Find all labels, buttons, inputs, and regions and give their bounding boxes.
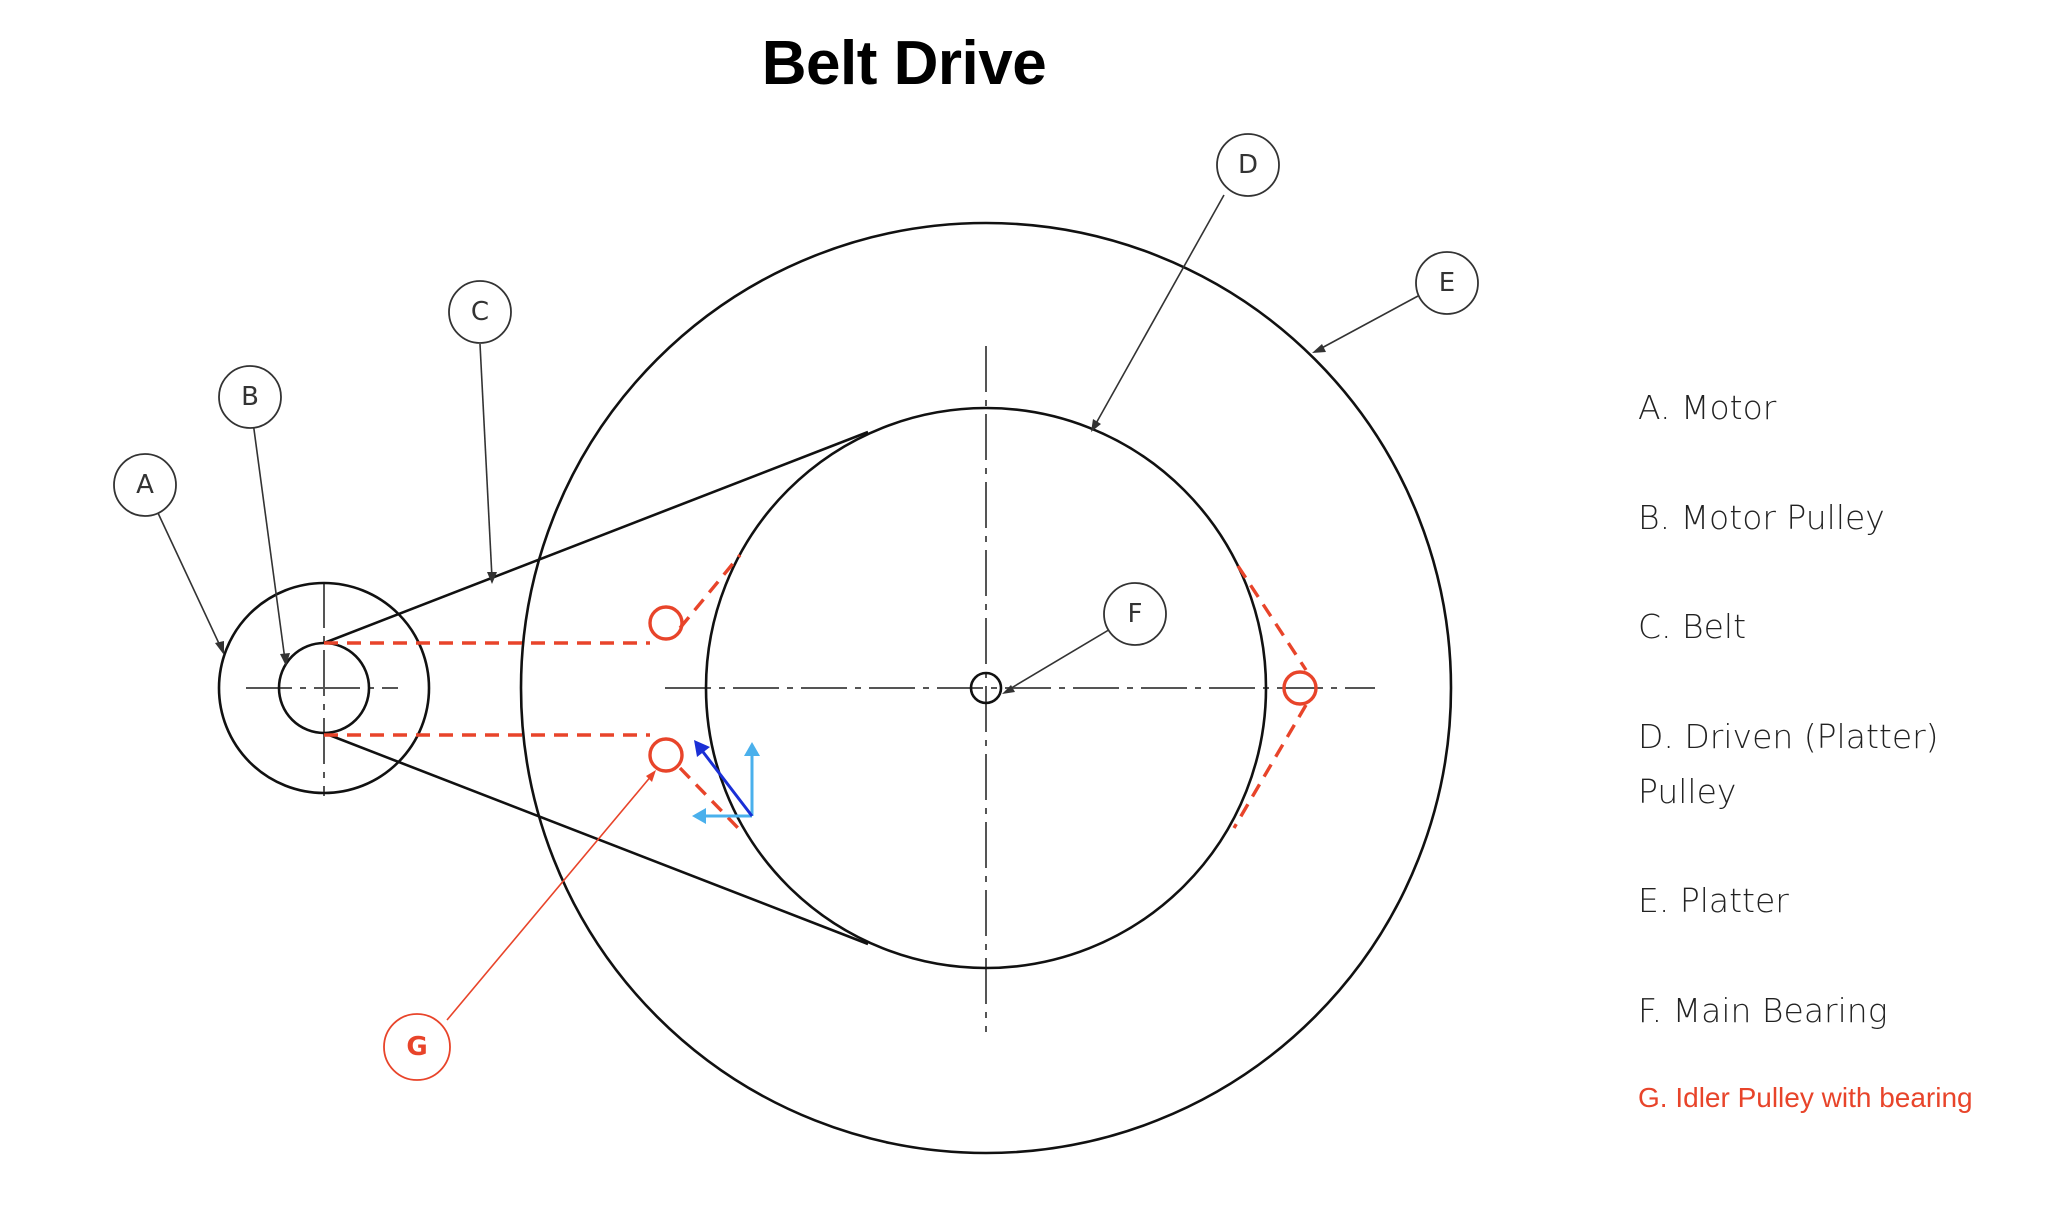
leader-arrowhead-g [646, 770, 656, 782]
platter-circle [519, 221, 1453, 1155]
force-vector-resultant [698, 747, 754, 817]
idler-belt-path [324, 553, 1318, 832]
force-vector-resultant-head [694, 740, 710, 757]
callout-g-label: G [406, 1032, 427, 1062]
legend-item-driven-pulley: D. Driven (Platter) [1638, 717, 1939, 756]
callout-f: F [1103, 582, 1167, 646]
driven-pulley-circle [704, 406, 1268, 970]
leader-lines [157, 194, 1419, 1021]
main-bearing-circle [969, 671, 1003, 705]
callout-bubbles: A B C D E F G [113, 133, 1479, 1081]
callout-c-label: C [471, 297, 489, 327]
belt-lower-segment [323, 731, 869, 946]
leader-line-e [1317, 295, 1419, 351]
idler-belt-right-upper [1236, 565, 1308, 671]
callout-f-label: F [1128, 599, 1143, 629]
force-vector-vertical-head [744, 742, 760, 756]
idler-belt-top-wrap [678, 553, 742, 630]
callout-d-circle [1216, 133, 1280, 197]
leader-line-a [157, 512, 223, 651]
callout-b: B [218, 365, 282, 429]
leader-arrowhead-e [1312, 344, 1326, 353]
force-vector-horizontal-head [692, 808, 706, 824]
legend-item-driven-pulley-line2: Pulley [1638, 772, 1737, 811]
leader-line-c [479, 343, 493, 579]
leader-line-b [252, 421, 286, 661]
legend-item-main-bearing: F. Main Bearing [1638, 991, 1888, 1030]
leader-line-f [1007, 627, 1113, 691]
motor-circle [217, 581, 431, 795]
force-vectors [692, 740, 760, 824]
callout-d-label: D [1238, 150, 1258, 180]
callout-b-circle [218, 365, 282, 429]
center-lines [246, 346, 1375, 1032]
callout-c-circle [448, 280, 512, 344]
idler-belt-bottom-wrap [678, 766, 742, 832]
idler-pulley-upper-left [648, 605, 684, 641]
idler-belt-right-lower [1232, 704, 1308, 829]
callout-e-circle [1415, 251, 1479, 315]
legend-item-motor-pulley: B. Motor Pulley [1638, 498, 1885, 537]
leader-line-g [446, 774, 653, 1021]
callout-b-label: B [241, 382, 259, 412]
belt-upper-segment [323, 430, 869, 645]
leader-arrowhead-d [1091, 419, 1101, 432]
callout-a-label: A [136, 470, 154, 500]
page-title: Belt Drive [761, 29, 1047, 98]
callout-d: D [1216, 133, 1280, 197]
leader-arrowhead-a [215, 641, 224, 655]
leader-arrowhead-f [1002, 685, 1015, 694]
callout-a: A [113, 453, 177, 517]
callout-a-circle [113, 453, 177, 517]
idler-pulley-lower-left [648, 737, 684, 773]
callout-e: E [1415, 251, 1479, 315]
idler-pulley-right [1282, 670, 1318, 706]
mechanical-parts [217, 221, 1453, 1155]
legend-item-motor: A. Motor [1638, 388, 1777, 427]
callout-c: C [448, 280, 512, 344]
leader-arrowhead-b [280, 653, 290, 666]
callout-g: G [383, 1013, 451, 1081]
leader-arrowheads [215, 344, 1326, 782]
legend-item-platter: E. Platter [1638, 881, 1789, 920]
legend-item-idler-pulley: G. Idler Pulley with bearing [1638, 1082, 1973, 1113]
callout-g-circle [383, 1013, 451, 1081]
callout-f-circle [1103, 582, 1167, 646]
callout-e-label: E [1439, 268, 1455, 298]
leader-arrowhead-c [487, 572, 497, 584]
leader-line-d [1093, 194, 1225, 428]
legend-item-belt: C. Belt [1638, 607, 1747, 646]
